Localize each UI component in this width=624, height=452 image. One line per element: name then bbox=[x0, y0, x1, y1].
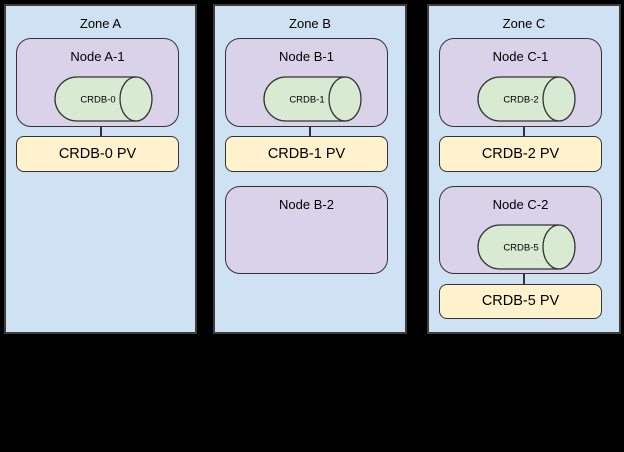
node-label: Node A-1 bbox=[70, 49, 125, 64]
node-label: Node B-2 bbox=[279, 197, 334, 212]
pv-connector-line bbox=[309, 127, 311, 136]
pv-connector-line bbox=[523, 274, 525, 284]
node-b1: Node B-1 CRDB-1 bbox=[225, 38, 388, 127]
zone-c: Zone C Node C-1 CRDB-2 CRDB-2 PV Node C-… bbox=[427, 4, 621, 334]
zone-title: Zone B bbox=[289, 16, 331, 31]
pod-label: CRDB-2 bbox=[503, 95, 538, 106]
node-c2: Node C-2 CRDB-5 bbox=[439, 186, 602, 274]
crdb-5-pv-box: CRDB-5 PV bbox=[439, 284, 602, 319]
crdb-2-pv-box: CRDB-2 PV bbox=[439, 136, 602, 172]
zone-title: Zone A bbox=[79, 16, 122, 31]
pod-label: CRDB-0 bbox=[80, 95, 115, 106]
zone-title: Zone C bbox=[502, 16, 546, 31]
pod-label: CRDB-5 bbox=[503, 243, 538, 254]
crdb-1-cylinder-icon: CRDB-1 bbox=[263, 76, 362, 122]
zone-b: Zone B Node B-1 CRDB-1 CRDB-1 PV Node B-… bbox=[213, 4, 407, 334]
pv-connector-line bbox=[523, 127, 525, 136]
crdb-5-cylinder-icon: CRDB-5 bbox=[477, 224, 576, 270]
node-b2: Node B-2 bbox=[225, 186, 388, 274]
node-c1: Node C-1 CRDB-2 bbox=[439, 38, 602, 127]
crdb-0-cylinder-icon: CRDB-0 bbox=[54, 76, 153, 122]
node-label: Node B-1 bbox=[279, 49, 334, 64]
crdb-1-pv-box: CRDB-1 PV bbox=[225, 136, 388, 172]
crdb-0-pv-box: CRDB-0 PV bbox=[16, 136, 179, 172]
node-a1: Node A-1 CRDB-0 bbox=[16, 38, 179, 127]
pod-label: CRDB-1 bbox=[289, 95, 324, 106]
node-label: Node C-1 bbox=[492, 49, 549, 64]
crdb-2-cylinder-icon: CRDB-2 bbox=[477, 76, 576, 122]
pv-connector-line bbox=[100, 127, 102, 136]
node-label: Node C-2 bbox=[492, 197, 549, 212]
zone-a: Zone A Node A-1 CRDB-0 CRDB-0 PV bbox=[4, 4, 197, 334]
